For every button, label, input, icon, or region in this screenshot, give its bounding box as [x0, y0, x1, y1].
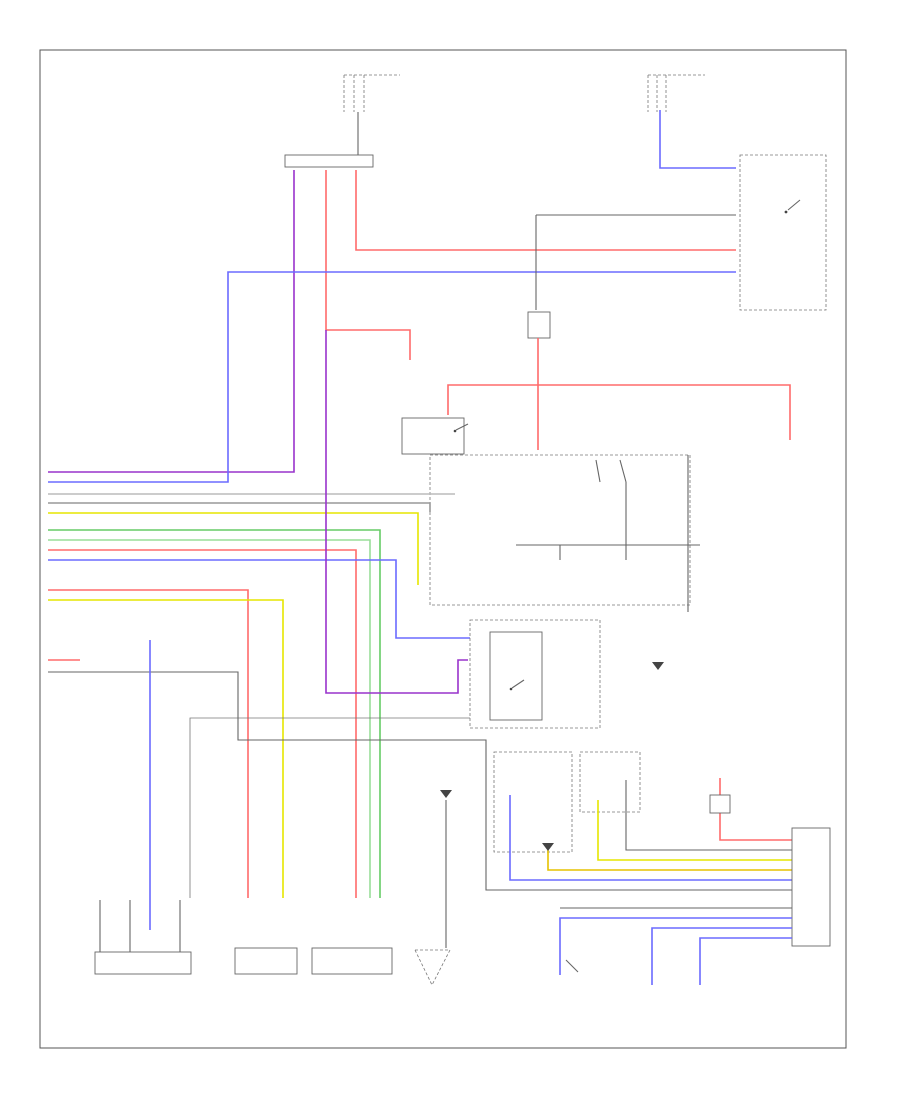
module-bottom-center-a [234, 947, 298, 975]
wire-thin-gray [189, 717, 470, 898]
ground-icon [440, 790, 452, 798]
module-center [401, 417, 700, 612]
switch-contact-icon [784, 210, 788, 214]
module-bottom-right [559, 827, 831, 985]
ground-bottom-center [414, 790, 452, 986]
page-border [39, 49, 847, 1049]
module-bottom-center-b [311, 947, 393, 975]
module-bottom-left [94, 900, 192, 975]
sensor-group-lower-right [493, 751, 792, 881]
left-wire-bundle [48, 493, 470, 898]
fuse-block-top-center [284, 74, 400, 168]
wire-blue-top [48, 271, 736, 483]
wire-blue-topright [659, 110, 736, 169]
wire-red-a [325, 170, 411, 360]
ground-icon [652, 662, 664, 670]
wire-purple-left [48, 170, 295, 473]
wire-purple-mid [325, 330, 468, 694]
wire-gray-long [48, 671, 792, 891]
module-mid [469, 619, 601, 729]
fuse-block-top-right [647, 74, 705, 112]
wire-red-b [355, 170, 736, 251]
module-right-top [739, 154, 827, 311]
relay-top [527, 311, 551, 339]
ground-icon [542, 843, 554, 851]
wire-red-horizontal [447, 384, 791, 440]
